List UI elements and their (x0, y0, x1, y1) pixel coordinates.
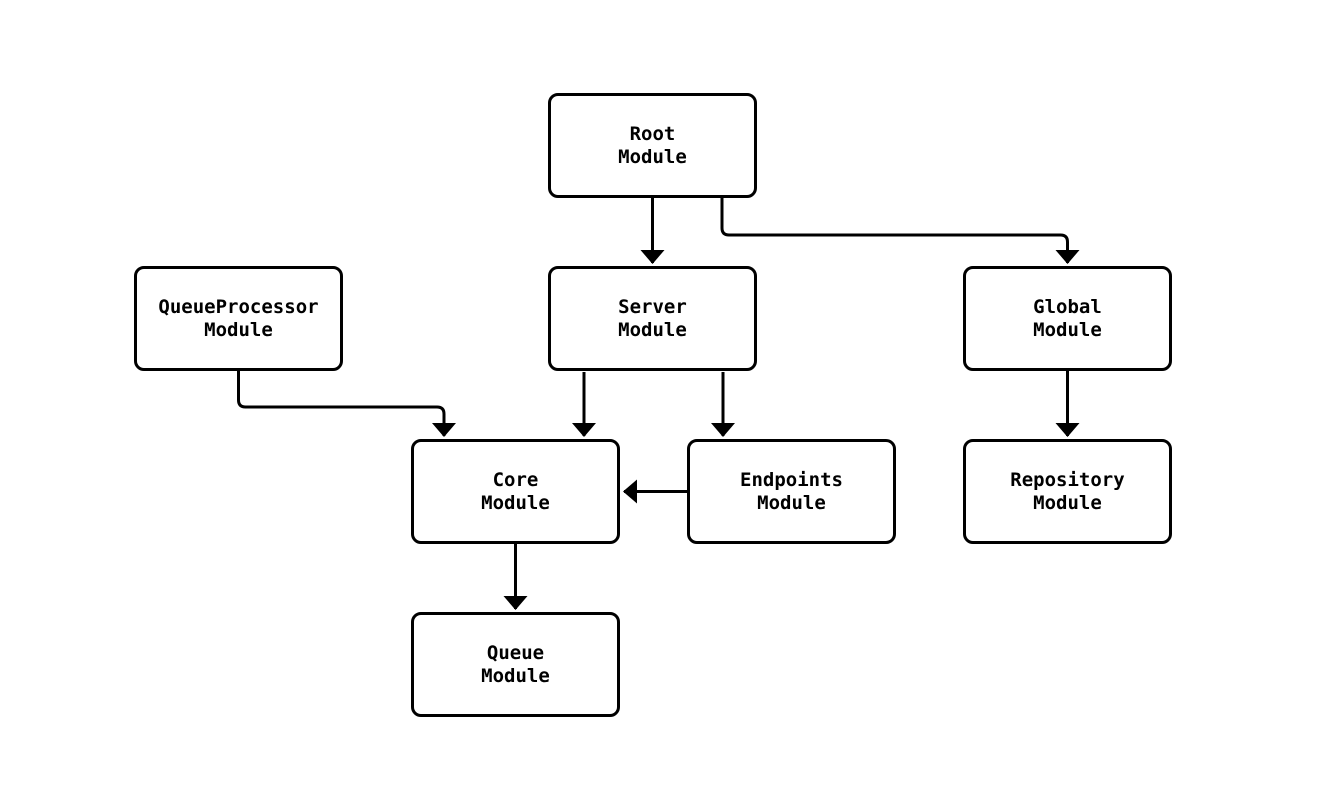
node-repository-module: Repository Module (963, 439, 1172, 544)
edge-root-to-global (720, 198, 1080, 264)
node-core-module: Core Module (411, 439, 620, 544)
node-queueprocessor-module: QueueProcessor Module (134, 266, 343, 371)
node-global-module: Global Module (963, 266, 1172, 371)
edge-queueprocessor-to-core (237, 368, 456, 437)
node-endpoints-module: Endpoints Module (687, 439, 896, 544)
node-queue-module: Queue Module (411, 612, 620, 717)
node-root-module: Root Module (548, 93, 757, 198)
node-server-module: Server Module (548, 266, 757, 371)
